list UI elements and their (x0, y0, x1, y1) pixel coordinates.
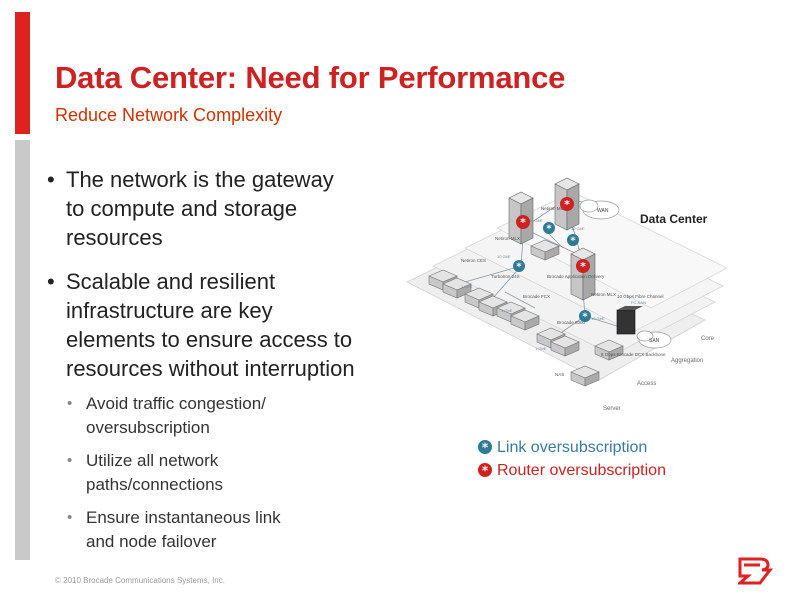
sub-bullet-line: and node failover (86, 532, 217, 551)
san-label: SAN (649, 338, 660, 344)
link-marker: * (579, 310, 591, 323)
sub-bullet-text: Ensure instantaneous link and node failo… (86, 506, 281, 554)
label-nas: NAS (555, 372, 564, 377)
link-line (464, 265, 522, 283)
svg-text:*: * (570, 236, 576, 247)
tier-labels: Core Aggregation Access Server (603, 336, 715, 412)
bullet-line: The network is the gateway (66, 167, 334, 192)
link-label: 10 GbE (571, 226, 585, 231)
sub-bullet-text: Avoid traffic congestion/ oversubscripti… (86, 392, 266, 440)
dcx-backbone-top (617, 306, 643, 310)
tier-server: Server (603, 406, 621, 412)
sub-bullet-dot: • (67, 395, 73, 412)
sub-bullet-line: paths/connections (86, 475, 224, 494)
svg-text:*: * (580, 260, 586, 273)
device-labels: Netiron MLX Netiron MLX Netiron CES Broc… (461, 206, 666, 377)
link-marker: * (543, 222, 555, 235)
wan-label: WAN (597, 208, 609, 214)
link-labels: 10 GbE 10 GbE 1 GbE 10 GbE 1 GbE 10 GbE … (461, 218, 646, 351)
label-adx: Brocade Application Delivery (547, 274, 605, 279)
bullet-line: infrastructure are key (66, 298, 273, 323)
side-bar (15, 140, 30, 560)
link-marker: * (513, 260, 525, 273)
label-8000: Brocade 8000 (557, 320, 586, 325)
label-fcx: Brocade FCX (523, 294, 550, 299)
legend-label: Router oversubscription (497, 462, 666, 479)
link-label: 1 GbE (535, 346, 547, 351)
accent-bar (15, 12, 30, 134)
label-fcoe: 10 Gbps Fibre Channel (617, 294, 664, 299)
label-ces: Netiron CES (461, 258, 486, 263)
bullet-line: elements to ensure access to (66, 327, 353, 352)
svg-text:*: * (564, 198, 570, 211)
sub-bullet-dot: • (67, 509, 73, 526)
svg-text:*: * (482, 464, 489, 478)
asterisk-circle-icon: * (478, 440, 492, 454)
sub-bullet-line: Utilize all network (86, 451, 219, 470)
label-mlx-top: Netiron MLX (541, 206, 566, 211)
router-marker: * (560, 197, 574, 211)
router-oversubscription-markers: * * * (516, 197, 590, 273)
sub-bullet-dot: • (67, 452, 73, 469)
link-label: 10 GbE (497, 254, 511, 259)
svg-text:*: * (482, 441, 489, 455)
link-label: 10 GbE (529, 218, 543, 223)
bullet-dot: • (47, 269, 55, 294)
slide-subtitle: Reduce Network Complexity (55, 105, 283, 125)
tier-core: Core (701, 336, 715, 342)
dcx-backbone (616, 309, 636, 335)
link-label: FC-SAN (631, 300, 646, 305)
router-marker: * (576, 259, 590, 273)
label-mlx-left: Netiron MLX (495, 236, 520, 241)
legend-label: Link oversubscription (497, 439, 648, 456)
svg-text:*: * (582, 312, 588, 323)
sub-bullet-line: oversubscription (86, 418, 210, 437)
wan-cloud: WAN (579, 199, 620, 220)
label-turboiron: TurboIron 24X (491, 274, 520, 279)
data-center-diagram: WAN SAN Netiron MLX Netiron MLX Netiron … (406, 177, 728, 412)
asterisk-circle-icon: * (478, 463, 492, 477)
brocade-logo-icon (738, 557, 774, 585)
link-line (584, 315, 624, 329)
label-mlx-right: Netiron MLX (591, 292, 616, 297)
label-dcx: 8 Gbps Brocade DCX Backbone (601, 352, 666, 357)
svg-text:*: * (546, 224, 552, 235)
bullet-line: Scalable and resilient (66, 269, 276, 294)
footer-copyright: © 2010 Brocade Communications Systems, I… (55, 576, 225, 585)
diagram-title: Data Center (640, 212, 708, 226)
link-line (504, 291, 536, 309)
slide-title: Data Center: Need for Performance (55, 60, 566, 95)
link-label: 1 GbE (501, 308, 513, 313)
link-label: 1 GbE (461, 284, 473, 289)
link-label: 10 GbE (591, 316, 605, 321)
sub-bullet-line: Avoid traffic congestion/ (86, 394, 266, 413)
san-cloud: SAN (636, 330, 672, 349)
bullet-text: Scalable and resilient infrastructure ar… (66, 267, 355, 383)
svg-text:*: * (520, 216, 526, 229)
bullet-line: resources without interruption (66, 356, 355, 381)
link-oversubscription-markers: * * * * (513, 222, 591, 323)
devices (428, 177, 643, 387)
svg-text:*: * (516, 262, 522, 273)
platform-core (496, 191, 728, 309)
sub-bullet-text: Utilize all network paths/connections (86, 449, 223, 497)
router-marker: * (516, 215, 530, 229)
bullet-line: resources (66, 225, 163, 250)
bullet-text: The network is the gateway to compute an… (66, 165, 334, 252)
tier-aggregation: Aggregation (671, 358, 703, 364)
bullet-line: to compute and storage (66, 196, 298, 221)
sub-bullet-line: Ensure instantaneous link (86, 508, 281, 527)
bullet-dot: • (47, 167, 55, 192)
link-marker: * (567, 234, 579, 247)
tier-access: Access (637, 381, 656, 387)
